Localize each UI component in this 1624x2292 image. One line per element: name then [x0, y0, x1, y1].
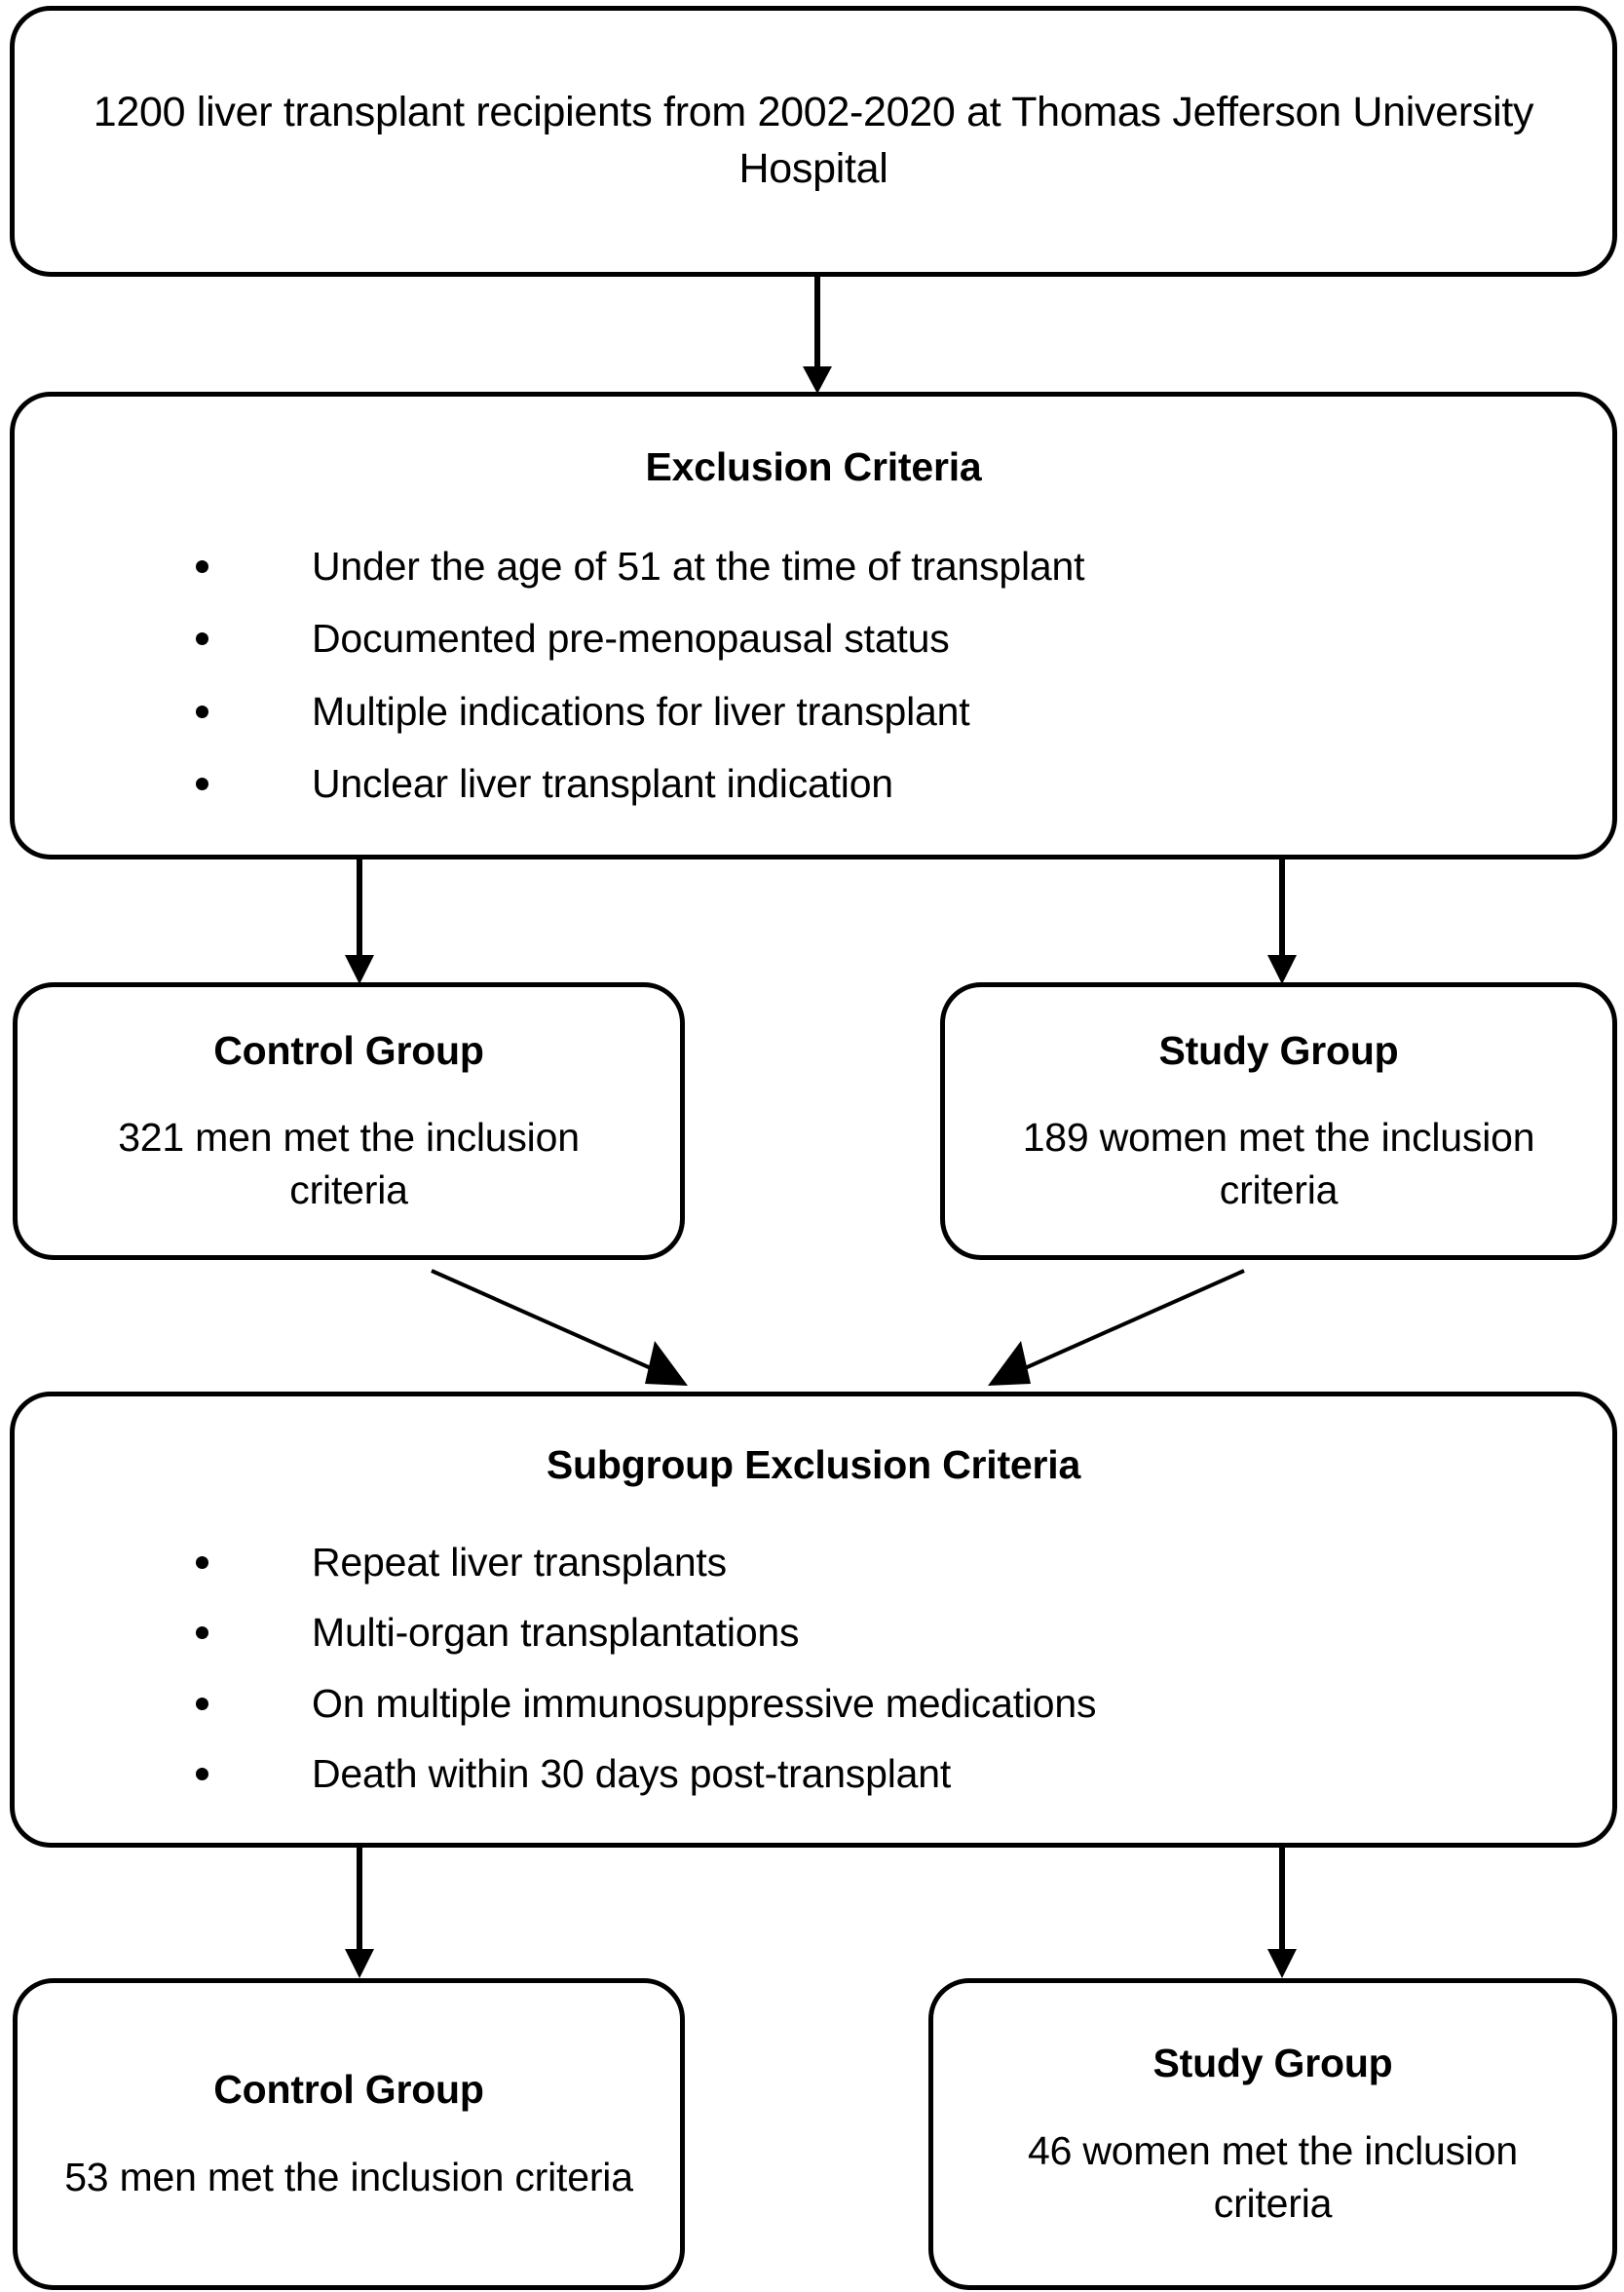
connector-exclusion-to-control-1 [341, 858, 380, 986]
connector-study-1-to-subgroup [964, 1267, 1247, 1398]
list-item: Unclear liver transplant indication [15, 760, 1612, 807]
study-group-2-text: 46 women met the inclusion criteria [1027, 2127, 1519, 2226]
study-group-1-text: 189 women met the inclusion criteria [1022, 1115, 1535, 1213]
list-item-label: Under the age of 51 at the time of trans… [312, 543, 1085, 589]
bullet-icon [196, 632, 208, 646]
bullet-icon [196, 777, 208, 790]
source-cohort-text: 1200 liver transplant recipients from 20… [93, 89, 1534, 192]
list-item-label: Multiple indications for liver transplan… [312, 688, 970, 734]
control-group-1-title: Control Group [213, 1027, 484, 1073]
list-item-label: Documented pre-menopausal status [312, 616, 950, 662]
node-subgroup-exclusion-criteria: Subgroup Exclusion Criteria Repeat liver… [10, 1392, 1617, 1848]
node-source-cohort: 1200 liver transplant recipients from 20… [10, 6, 1617, 277]
bullet-icon [196, 1555, 208, 1569]
bullet-icon [196, 1767, 208, 1780]
bullet-icon [196, 559, 208, 573]
control-group-2-text: 53 men met the inclusion criteria [64, 2154, 633, 2199]
exclusion-criteria-title: Exclusion Criteria [645, 443, 982, 489]
study-group-2-title: Study Group [1152, 2041, 1393, 2086]
connector-control-1-to-subgroup [429, 1267, 711, 1398]
bullet-icon [196, 1697, 208, 1710]
list-item-label: Unclear liver transplant indication [312, 760, 893, 806]
connector-subgroup-to-control-2 [341, 1846, 380, 1982]
list-item: Documented pre-menopausal status [15, 615, 1612, 662]
subgroup-exclusion-criteria-list: Repeat liver transplants Multi-organ tra… [15, 1539, 1612, 1798]
control-group-1-text: 321 men met the inclusion criteria [118, 1115, 580, 1213]
node-exclusion-criteria: Exclusion Criteria Under the age of 51 a… [10, 392, 1617, 860]
list-item-label: Death within 30 days post-transplant [312, 1750, 952, 1796]
connector-source-to-exclusion [799, 277, 838, 396]
list-item: Under the age of 51 at the time of trans… [15, 543, 1612, 590]
list-item: On multiple immunosuppressive medication… [15, 1680, 1612, 1727]
study-group-1-title: Study Group [1158, 1027, 1399, 1073]
node-control-group-2: Control Group 53 men met the inclusion c… [13, 1978, 685, 2290]
node-study-group-2: Study Group 46 women met the inclusion c… [928, 1978, 1617, 2290]
list-item: Death within 30 days post-transplant [15, 1750, 1612, 1797]
list-item-label: On multiple immunosuppressive medication… [312, 1680, 1097, 1726]
exclusion-criteria-list: Under the age of 51 at the time of trans… [15, 543, 1612, 808]
control-group-2-title: Control Group [213, 2067, 484, 2113]
list-item: Multi-organ transplantations [15, 1609, 1612, 1656]
list-item-label: Repeat liver transplants [312, 1539, 727, 1585]
node-study-group-1: Study Group 189 women met the inclusion … [940, 982, 1617, 1260]
connector-subgroup-to-study-2 [1264, 1846, 1303, 1982]
connector-exclusion-to-study-1 [1264, 858, 1303, 986]
list-item: Multiple indications for liver transplan… [15, 688, 1612, 735]
bullet-icon [196, 1626, 208, 1640]
subgroup-exclusion-criteria-title: Subgroup Exclusion Criteria [546, 1441, 1081, 1487]
list-item-label: Multi-organ transplantations [312, 1610, 800, 1656]
node-control-group-1: Control Group 321 men met the inclusion … [13, 982, 685, 1260]
bullet-icon [196, 705, 208, 718]
list-item: Repeat liver transplants [15, 1539, 1612, 1585]
